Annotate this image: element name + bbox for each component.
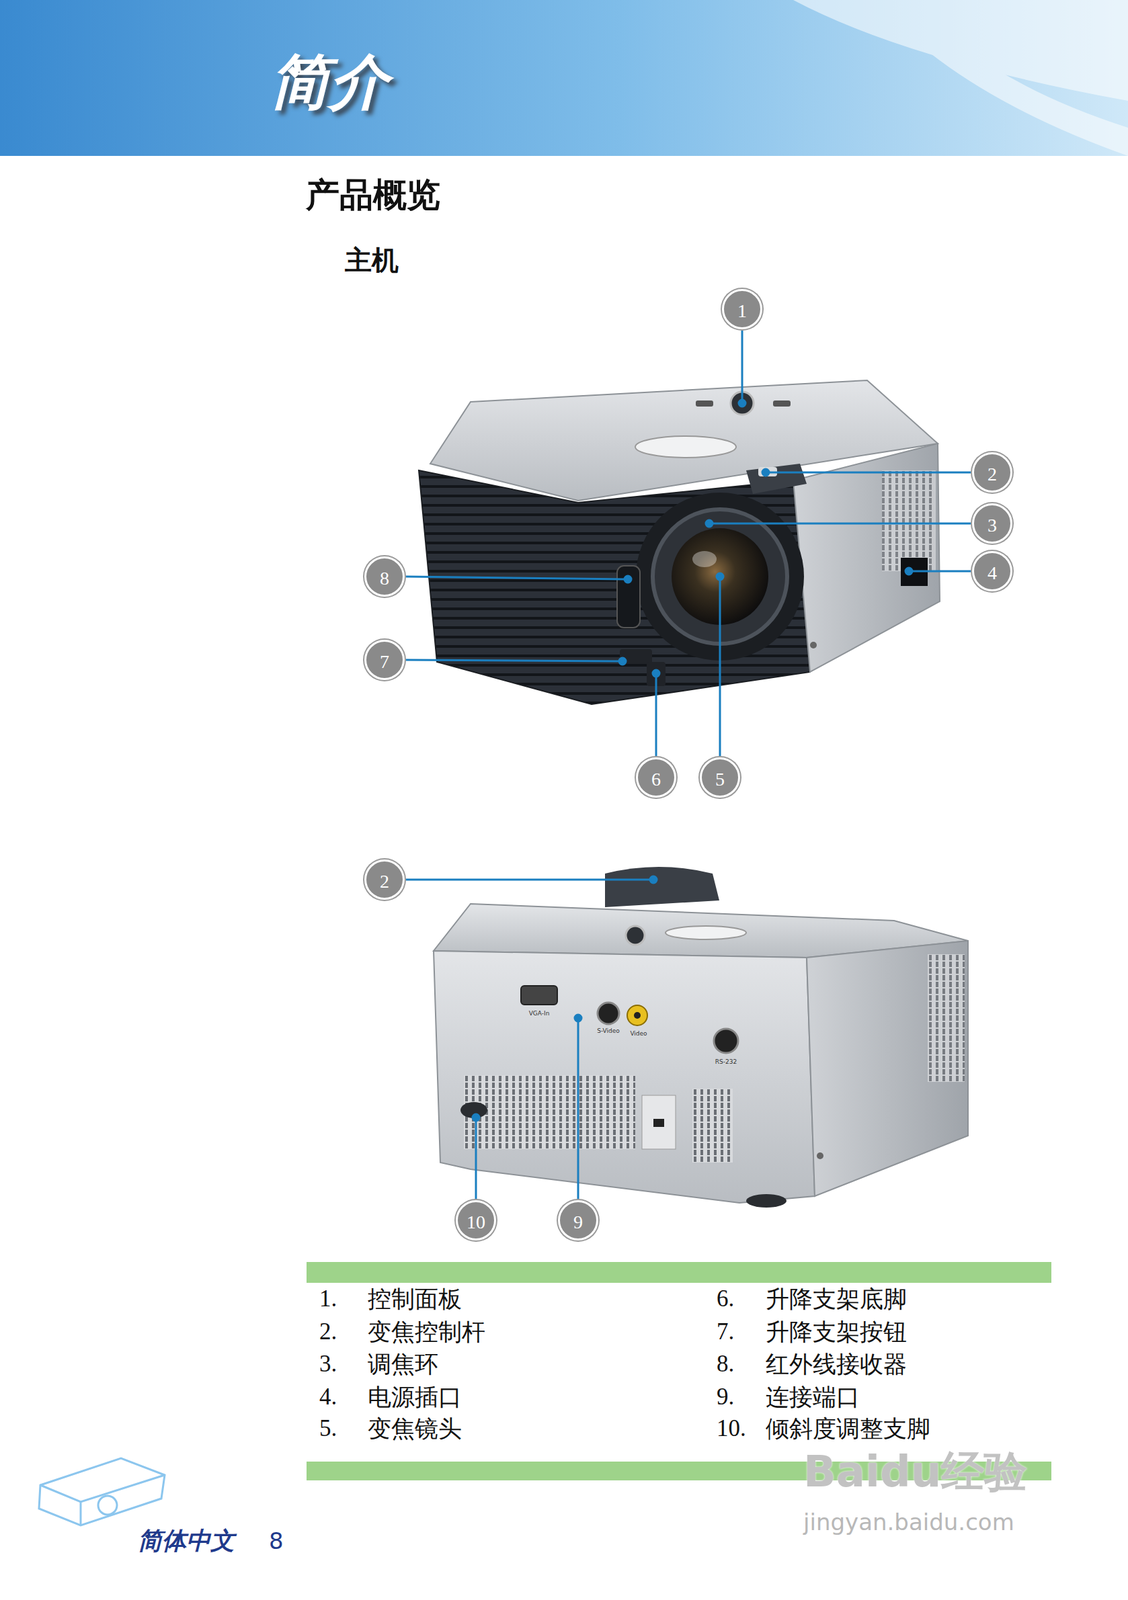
banner-title: 简介 <box>270 42 389 123</box>
callout-number: 1 <box>721 289 763 330</box>
item-name: 连接端口 <box>765 1382 860 1414</box>
item-name: 电源插口 <box>367 1382 462 1414</box>
callout-number: 9 <box>557 1200 599 1241</box>
header-band <box>0 0 1128 156</box>
watermark: jingyan.baidu.com <box>803 1509 1015 1537</box>
projector-rear <box>433 867 969 1208</box>
header-leaves <box>793 0 1128 156</box>
callout-number: 6 <box>635 757 677 798</box>
callout-number: 5 <box>699 757 741 798</box>
item-number: 3. <box>319 1351 337 1379</box>
page-number: 8 <box>268 1527 284 1555</box>
footer-language: 简体中文 <box>137 1525 235 1559</box>
item-name: 升降支架底脚 <box>765 1283 907 1316</box>
item-number: 9. <box>716 1384 735 1412</box>
leader-lines <box>406 330 971 1200</box>
watermark: Baidu经验 <box>803 1443 1028 1502</box>
item-number: 10. <box>716 1415 747 1443</box>
callout-number: 10 <box>455 1200 497 1241</box>
item-name: 升降支架按钮 <box>765 1316 907 1349</box>
callout-number: 4 <box>972 551 1013 592</box>
port-label: Video <box>629 1030 647 1038</box>
item-number: 8. <box>716 1351 735 1379</box>
callout-number: 8 <box>364 556 405 597</box>
item-name: 变焦控制杆 <box>367 1316 486 1349</box>
callout-number: 7 <box>364 639 405 681</box>
item-number: 6. <box>716 1285 735 1313</box>
item-number: 4. <box>319 1384 337 1412</box>
item-name: 倾斜度调整支脚 <box>765 1413 931 1446</box>
item-name: 控制面板 <box>367 1283 462 1316</box>
port-label: RS-232 <box>715 1058 737 1066</box>
callout-number: 2 <box>972 452 1013 493</box>
section-title: 产品概览 <box>305 172 441 218</box>
table-bar <box>306 1262 1052 1284</box>
item-name: 变焦镜头 <box>367 1413 462 1446</box>
item-number: 2. <box>319 1318 337 1346</box>
item-number: 1. <box>319 1285 337 1313</box>
callout-number: 3 <box>972 503 1013 544</box>
projector-front <box>418 380 940 705</box>
item-name: 调焦环 <box>367 1349 439 1381</box>
item-name: 红外线接收器 <box>765 1349 907 1381</box>
item-number: 7. <box>716 1318 735 1346</box>
subsection-title: 主机 <box>344 242 399 279</box>
footer-logo <box>38 1458 165 1526</box>
port-label: S-Video <box>596 1027 620 1035</box>
port-label: VGA-In <box>529 1010 550 1018</box>
item-number: 5. <box>319 1415 337 1443</box>
callout-number: 2 <box>364 859 405 901</box>
